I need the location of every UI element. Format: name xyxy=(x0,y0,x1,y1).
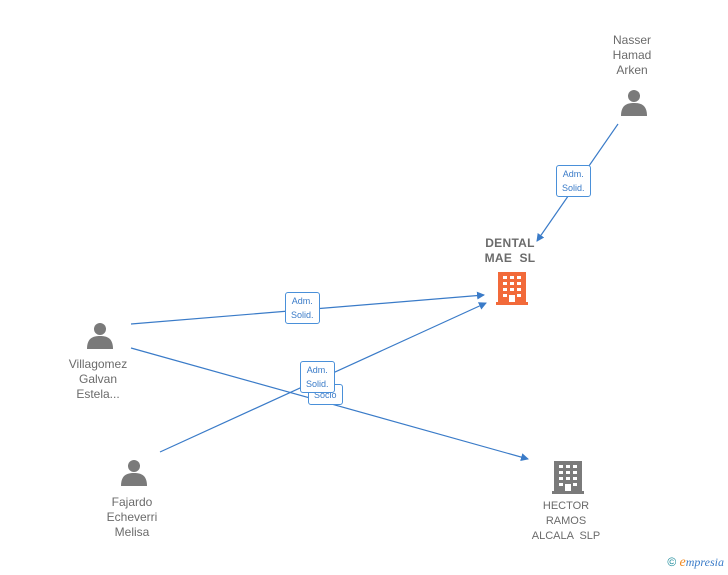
edge-label-line: Adm. xyxy=(291,296,313,306)
edge-label-line: Socio xyxy=(314,390,337,400)
node-label-fajardo[interactable]: Fajardo Echeverri Melisa xyxy=(90,495,174,540)
node-label-line: Melisa xyxy=(114,525,150,539)
node-label-line: MAE SL xyxy=(484,251,536,265)
edge-label-villagomez-dental[interactable]: Adm. Solid. xyxy=(285,292,320,324)
person-icon-villagomez[interactable] xyxy=(87,323,113,349)
node-label-line: Echeverri xyxy=(106,510,158,524)
node-label-hector[interactable]: HECTOR RAMOS ALCALA SLP xyxy=(520,499,612,544)
node-label-villagomez[interactable]: Villagomez Galvan Estela... xyxy=(52,357,144,402)
node-label-nasser[interactable]: Nasser Hamad Arken xyxy=(600,33,664,78)
node-label-line: Estela... xyxy=(76,387,120,401)
node-label-dental[interactable]: DENTAL MAE SL xyxy=(470,236,550,266)
edge-label-nasser-dental[interactable]: Adm. Solid. xyxy=(556,165,591,197)
person-icon-fajardo[interactable] xyxy=(121,460,147,486)
brand-initial: e xyxy=(679,555,686,570)
edge-label-line: Solid. xyxy=(562,183,585,193)
node-label-line: Nasser xyxy=(612,33,651,47)
node-label-line: DENTAL xyxy=(485,236,535,250)
building-icon-dental[interactable] xyxy=(496,272,528,305)
edge-label-line: Adm. xyxy=(306,365,328,375)
node-label-line: Galvan xyxy=(78,372,118,386)
node-label-line: Villagomez xyxy=(68,357,128,371)
node-label-line: HECTOR xyxy=(542,500,590,512)
building-icon-hector[interactable] xyxy=(552,461,584,494)
person-icon-nasser[interactable] xyxy=(621,90,647,116)
node-label-line: RAMOS xyxy=(545,515,587,527)
node-label-line: Hamad xyxy=(612,48,652,62)
edge-label-fajardo-dental[interactable]: Adm. Solid. xyxy=(300,361,335,393)
empresia-watermark[interactable]: © empresia xyxy=(667,555,724,571)
copyright-icon: © xyxy=(667,555,677,569)
edge-label-line: Solid. xyxy=(291,310,314,320)
node-label-line: Arken xyxy=(616,63,648,77)
edge-label-line: Solid. xyxy=(306,379,329,389)
node-label-line: ALCALA SLP xyxy=(531,530,601,542)
node-label-line: Fajardo xyxy=(111,495,153,509)
brand-name: mpresia xyxy=(685,555,724,569)
edge-label-line: Adm. xyxy=(562,169,584,179)
